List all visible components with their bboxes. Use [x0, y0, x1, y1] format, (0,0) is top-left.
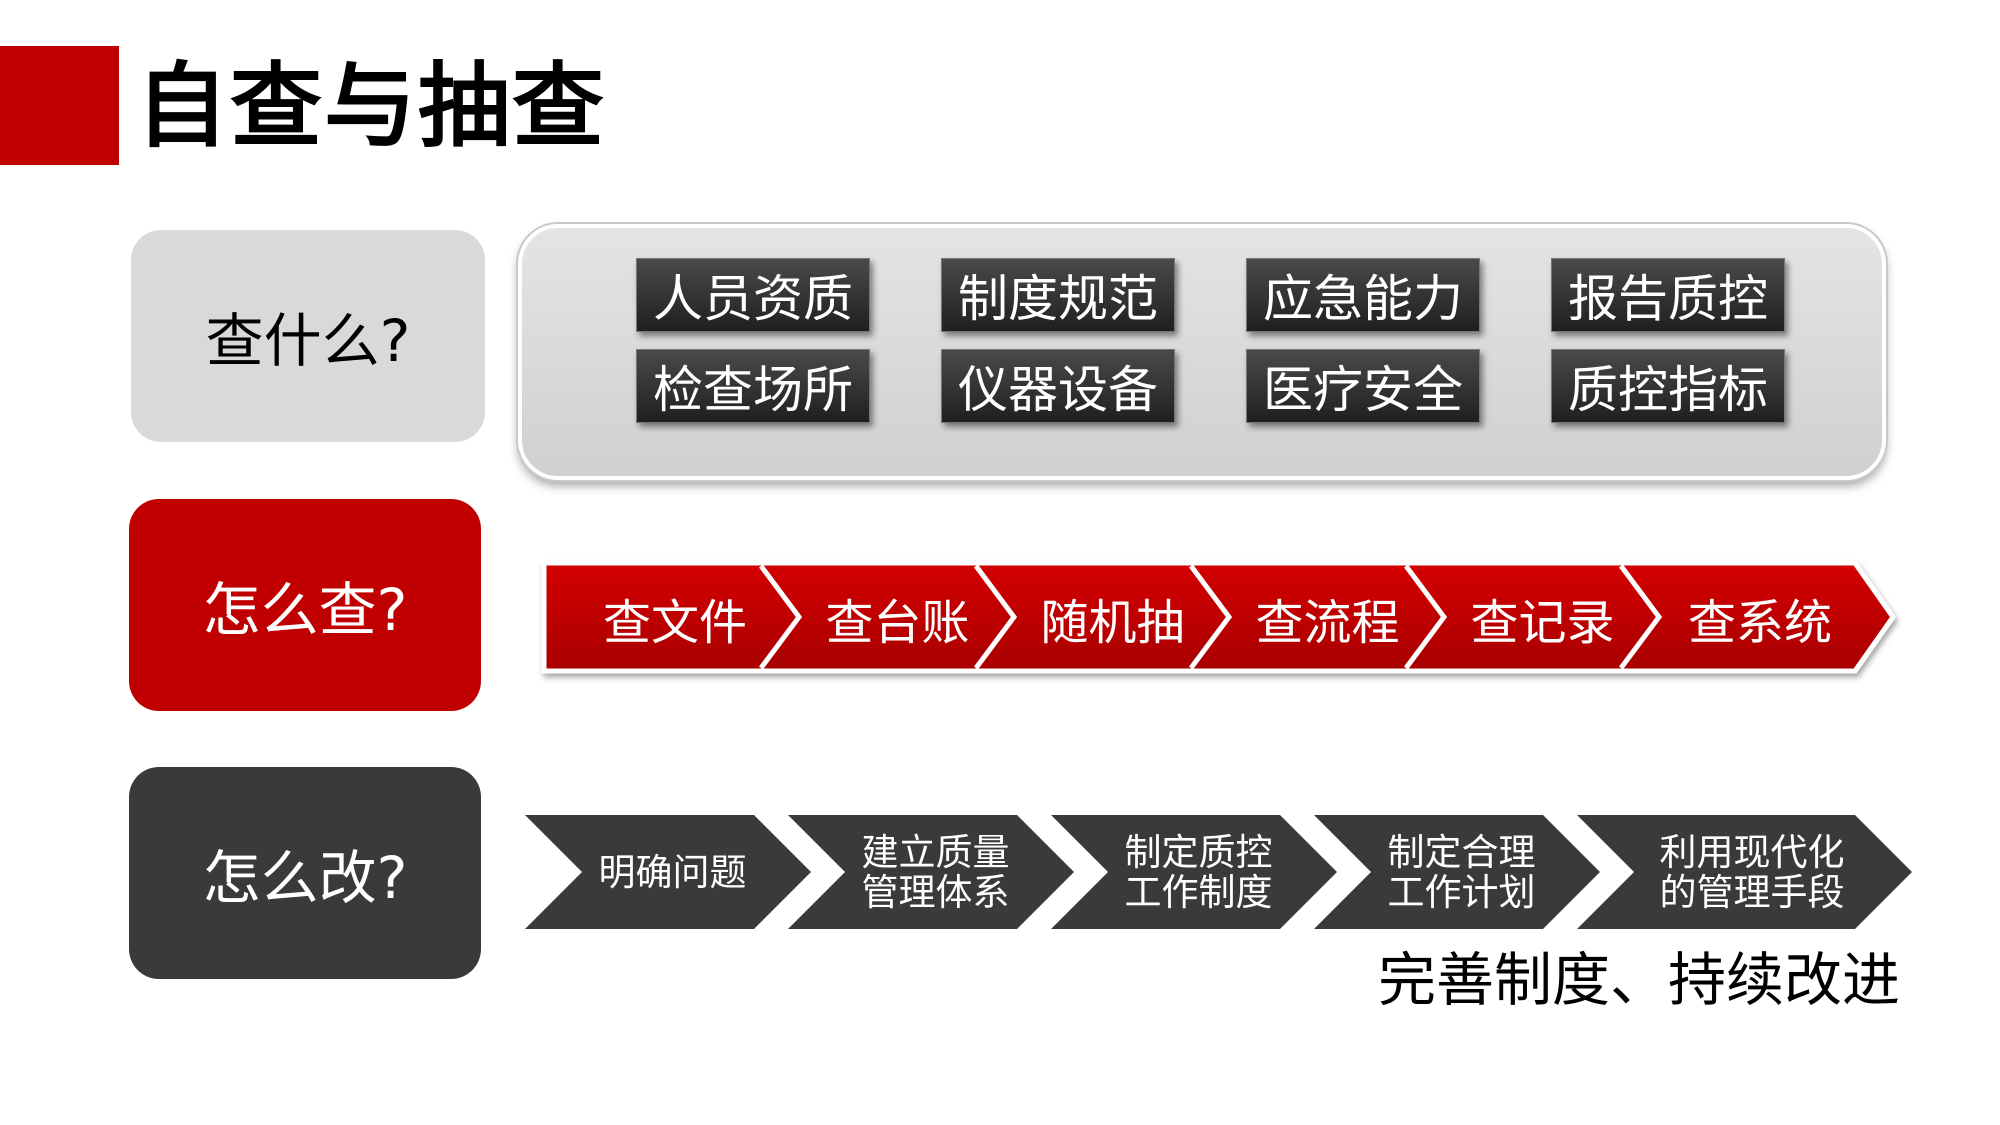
- fix-chevron: [525, 815, 811, 929]
- row-label-how: 怎么查?: [129, 499, 481, 711]
- fix-chevron: [1051, 815, 1337, 929]
- fix-step-line: 工作计划: [1387, 871, 1536, 914]
- chevron-divider: [1403, 564, 1448, 670]
- fix-step-line: 建立质量: [861, 831, 1010, 874]
- fix-chevron: [1314, 815, 1600, 929]
- check-item: 质控指标: [1551, 349, 1785, 423]
- how-step: 查记录: [1470, 595, 1615, 651]
- fix-chevron: [788, 815, 1074, 929]
- how-step: 查台账: [825, 595, 970, 651]
- check-item: 仪器设备: [941, 349, 1175, 423]
- check-item: 检查场所: [636, 349, 870, 423]
- check-item: 应急能力: [1246, 258, 1480, 332]
- how-step: 查文件: [602, 595, 747, 651]
- how-step: 随机抽: [1040, 595, 1185, 651]
- check-item: 制度规范: [941, 258, 1175, 332]
- how-step: 查系统: [1687, 595, 1832, 651]
- check-item: 人员资质: [636, 258, 870, 332]
- fix-step: 利用现代化 的管理手段: [1637, 832, 1867, 914]
- fix-step-line: 工作制度: [1124, 871, 1273, 914]
- fix-step-line: 制定合理: [1387, 831, 1536, 874]
- fix-step: 制定合理 工作计划: [1374, 832, 1549, 914]
- chevron-divider: [973, 564, 1018, 670]
- check-items-panel: 人员资质 制度规范 应急能力 报告质控 检查场所 仪器设备 医疗安全 质控指标: [518, 224, 1886, 480]
- page-title: 自查与抽查: [136, 53, 607, 160]
- check-item: 报告质控: [1551, 258, 1785, 332]
- title-accent-bar: [0, 46, 119, 165]
- check-item: 医疗安全: [1246, 349, 1480, 423]
- chevron-divider: [1188, 564, 1233, 670]
- fix-step-line: 管理体系: [861, 871, 1010, 914]
- fix-step: 明确问题: [585, 832, 760, 914]
- chevron-divider: [758, 564, 803, 670]
- fix-step-line: 制定质控: [1124, 831, 1273, 874]
- how-band: [541, 560, 1897, 674]
- row-label-what: 查什么?: [131, 230, 485, 442]
- fix-step-line: 明确问题: [598, 851, 747, 894]
- fix-step-line: 的管理手段: [1659, 871, 1845, 914]
- chevron-divider: [1618, 564, 1663, 670]
- footer-note: 完善制度、持续改进: [1377, 946, 1900, 1014]
- fix-step: 建立质量 管理体系: [848, 832, 1023, 914]
- how-step: 查流程: [1255, 595, 1400, 651]
- fix-step: 制定质控 工作制度: [1111, 832, 1286, 914]
- row-label-fix: 怎么改?: [129, 767, 481, 979]
- fix-step-line: 利用现代化: [1659, 831, 1845, 874]
- fix-chevron: [1577, 815, 1912, 929]
